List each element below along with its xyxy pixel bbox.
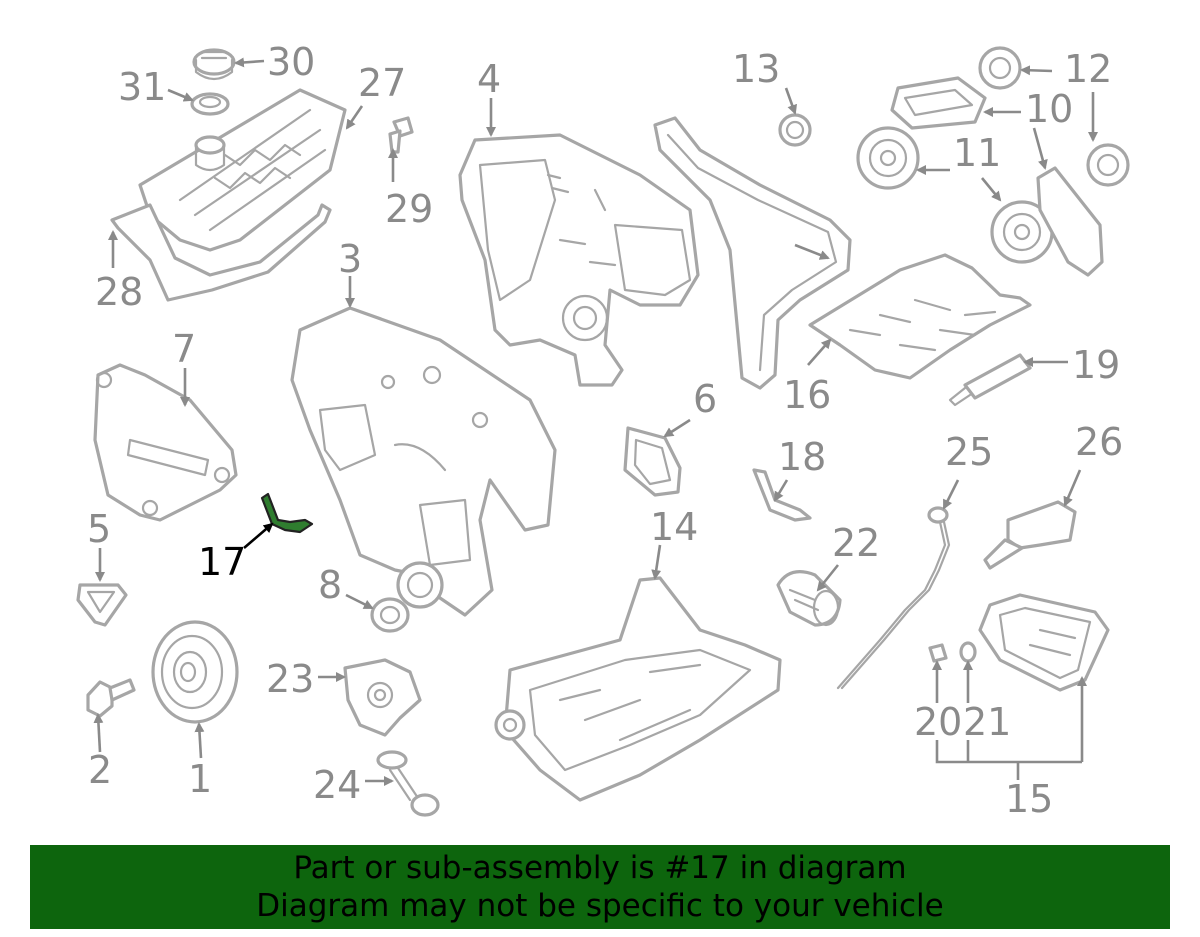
part-2-pulley-bolt bbox=[86, 678, 136, 718]
part-8-seal bbox=[370, 597, 410, 633]
part-26-bracket bbox=[983, 500, 1077, 570]
part-15-lower-oil-pan bbox=[978, 593, 1110, 692]
callout-labels: 30 31 27 28 29 4 3 13 12 10 11 16 19 7 6… bbox=[87, 40, 1123, 821]
part-7-water-pump bbox=[93, 363, 238, 522]
callout-23: 23 bbox=[266, 657, 314, 701]
callout-1: 1 bbox=[188, 757, 212, 801]
callout-30: 30 bbox=[267, 40, 315, 84]
part-29-bolt bbox=[388, 116, 414, 154]
banner-line-disclaimer: Diagram may not be specific to your vehi… bbox=[256, 888, 944, 924]
info-banner: Part or sub-assembly is #17 in diagram D… bbox=[30, 845, 1170, 929]
part-6-gasket bbox=[623, 426, 682, 497]
part-25-dipstick bbox=[836, 506, 951, 690]
part-31-cap-seal bbox=[190, 92, 230, 116]
callout-17-highlighted: 17 bbox=[198, 540, 246, 584]
part-21-washer bbox=[959, 641, 977, 663]
callout-26: 26 bbox=[1075, 420, 1123, 464]
part-23-oil-pump bbox=[343, 658, 422, 737]
banner-line-part-number: Part or sub-assembly is #17 in diagram bbox=[293, 850, 907, 886]
callout-27: 27 bbox=[358, 61, 406, 105]
callout-10: 10 bbox=[1025, 87, 1073, 131]
callout-6: 6 bbox=[693, 377, 717, 421]
part-5-gasket bbox=[76, 583, 128, 627]
callout-24: 24 bbox=[313, 763, 361, 807]
callout-13: 13 bbox=[732, 47, 780, 91]
part-4-timing-cover bbox=[458, 133, 700, 387]
part-28-valve-cover-gasket bbox=[110, 203, 332, 302]
part-22-oil-filter bbox=[776, 570, 842, 627]
callout-20: 20 bbox=[914, 700, 962, 744]
part-18-seal bbox=[752, 468, 812, 522]
part-timing-chain bbox=[653, 116, 852, 390]
callout-19: 19 bbox=[1072, 343, 1120, 387]
part-16-baffle-plate bbox=[808, 253, 1032, 380]
part-19-sealant-tube bbox=[948, 353, 1032, 407]
parts-diagram: 30 31 27 28 29 4 3 13 12 10 11 16 19 7 6… bbox=[76, 40, 1130, 821]
callout-12: 12 bbox=[1064, 47, 1112, 91]
leader-lines bbox=[93, 57, 1098, 786]
callout-25: 25 bbox=[945, 430, 993, 474]
callout-2: 2 bbox=[88, 748, 112, 792]
callout-29: 29 bbox=[385, 187, 433, 231]
callout-31: 31 bbox=[118, 65, 166, 109]
callout-16: 16 bbox=[783, 373, 831, 417]
callout-3: 3 bbox=[338, 237, 362, 281]
part-30-oil-filler-cap bbox=[192, 48, 236, 81]
part-17-highlighted bbox=[260, 492, 314, 534]
part-secondary-chain bbox=[1036, 166, 1104, 277]
part-24-oil-strainer bbox=[376, 750, 440, 817]
callout-21: 21 bbox=[963, 700, 1011, 744]
callout-11: 11 bbox=[953, 131, 1001, 175]
callout-5: 5 bbox=[87, 507, 111, 551]
part-10-chain-tensioner bbox=[890, 76, 987, 130]
callout-7: 7 bbox=[172, 327, 196, 371]
part-20-drain-plug bbox=[928, 643, 948, 663]
callout-14: 14 bbox=[650, 505, 698, 549]
part-12-camshaft-sprocket bbox=[978, 46, 1130, 187]
callout-4: 4 bbox=[477, 57, 501, 101]
part-3-front-cover bbox=[290, 306, 557, 617]
part-14-upper-oil-pan bbox=[494, 576, 782, 802]
callout-18: 18 bbox=[778, 435, 826, 479]
part-13-sprocket bbox=[778, 113, 812, 147]
callout-8: 8 bbox=[318, 563, 342, 607]
callout-22: 22 bbox=[832, 521, 880, 565]
part-1-crankshaft-pulley bbox=[151, 620, 239, 724]
callout-28: 28 bbox=[95, 270, 143, 314]
part-11-camshaft-sprocket bbox=[856, 126, 1054, 264]
callout-15: 15 bbox=[1005, 777, 1053, 821]
